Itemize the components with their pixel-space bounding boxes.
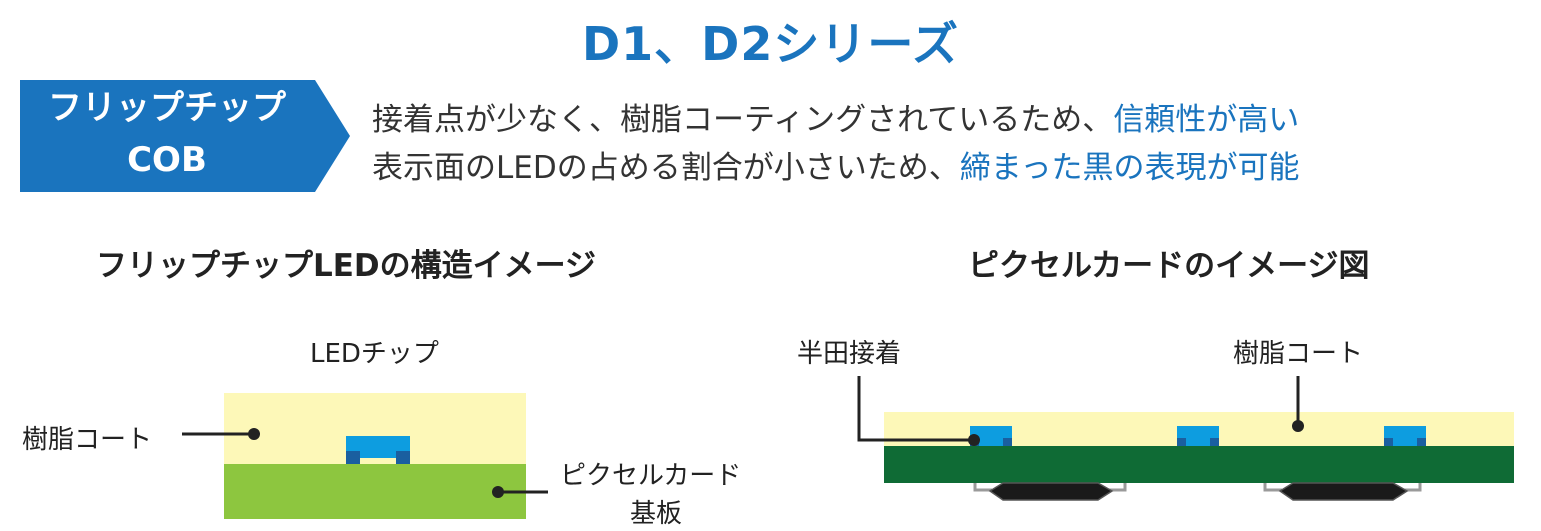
led-chip-label: LEDチップ: [310, 339, 439, 369]
feature-highlight: 信頼性が高い: [1113, 102, 1300, 138]
board-layer: [224, 464, 526, 519]
right-diagram-heading: ピクセルカードのイメージ図: [968, 248, 1370, 284]
board-label: 基板: [630, 499, 683, 529]
feature-list: 接着点が少なく、樹脂コーティングされているため、信頼性が高い 表示面のLEDの占…: [372, 96, 1300, 192]
pixel-card-label: ピクセルカード: [560, 461, 742, 491]
banner-line-2: COB: [127, 140, 207, 180]
solder-label: 半田接着: [797, 339, 902, 369]
driver-component: [973, 482, 1127, 501]
right-pixel-card-diagram: [857, 376, 1514, 501]
led-chip: [346, 436, 410, 464]
pcb-board: [884, 446, 1514, 483]
driver-component: [1263, 482, 1422, 501]
led-chip: [1384, 426, 1426, 446]
board-leader-line: [492, 486, 548, 498]
page-title: D1、D2シリーズ: [581, 17, 960, 71]
resin-leader-line: [182, 428, 260, 440]
resin-leader-line: [1292, 376, 1304, 432]
left-diagram-heading: フリップチップLEDの構造イメージ: [96, 248, 597, 284]
banner-arrow: [20, 80, 350, 192]
feature-text: 表示面のLEDの占める割合が小さいため、: [372, 150, 960, 186]
led-chip: [1177, 426, 1219, 446]
banner-line-1: フリップチップ: [48, 88, 286, 128]
resin-coat-label-right: 樹脂コート: [1233, 339, 1364, 369]
resin-coat-label: 樹脂コート: [22, 425, 153, 455]
feature-highlight: 締まった黒の表現が可能: [959, 150, 1300, 186]
feature-item: 接着点が少なく、樹脂コーティングされているため、信頼性が高い: [372, 96, 1300, 144]
banner-label: フリップチップ COB: [22, 82, 312, 186]
feature-text: 接着点が少なく、樹脂コーティングされているため、: [372, 102, 1114, 138]
feature-item: 表示面のLEDの占める割合が小さいため、締まった黒の表現が可能: [372, 144, 1300, 192]
left-structure-diagram: [182, 393, 548, 519]
solder-leader-line: [857, 376, 980, 446]
